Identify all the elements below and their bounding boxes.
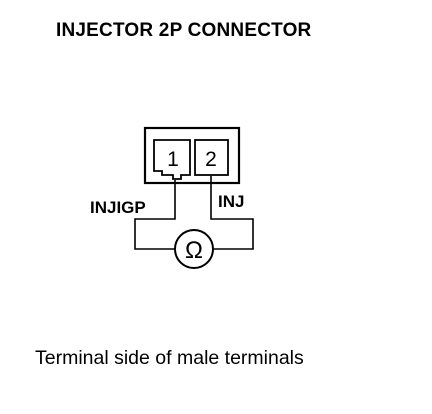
terminal-2-number: 2 bbox=[205, 148, 217, 171]
ohm-symbol: Ω bbox=[185, 237, 203, 264]
diagram-title: INJECTOR 2P CONNECTOR bbox=[56, 20, 312, 41]
probe-wire-right bbox=[210, 176, 254, 250]
diagram-caption: Terminal side of male terminals bbox=[35, 347, 304, 369]
connector-housing bbox=[143, 126, 241, 185]
terminal-2-cavity bbox=[194, 139, 229, 176]
terminal-1-cavity bbox=[153, 139, 191, 180]
wire-label-inj: INJ bbox=[218, 192, 244, 211]
wire-label-injigp: INJIGP bbox=[90, 198, 146, 217]
terminal-1-number: 1 bbox=[167, 148, 179, 171]
ohmmeter-icon bbox=[174, 229, 214, 269]
probe-wire-left bbox=[134, 180, 176, 250]
